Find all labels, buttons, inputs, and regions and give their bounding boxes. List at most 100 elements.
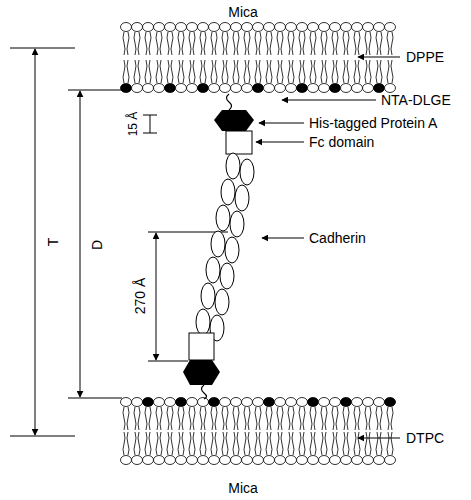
lipid-tail xyxy=(204,60,206,83)
lipid-tail xyxy=(149,32,151,55)
lipid-tail xyxy=(156,407,158,430)
lipid-head xyxy=(209,84,220,93)
lipid-tail xyxy=(277,407,279,430)
lipid-tail xyxy=(288,60,290,83)
lipid-tail xyxy=(127,407,129,430)
lipid-head xyxy=(220,456,231,465)
lipid-head xyxy=(242,23,253,32)
lipid-head xyxy=(132,23,143,32)
protein-assembly xyxy=(183,94,254,399)
lipid-head xyxy=(275,456,286,465)
lipid-head xyxy=(132,456,143,465)
lipid-tail xyxy=(193,407,195,430)
lipid-head xyxy=(264,398,275,407)
lipid-tail xyxy=(347,60,349,83)
lipid-tail xyxy=(387,407,389,430)
lipid-tail xyxy=(332,32,334,55)
lipid-tail xyxy=(365,407,367,430)
lipid-tail xyxy=(266,32,268,55)
lipid-tail xyxy=(310,432,312,455)
lipid-tail xyxy=(160,407,162,430)
lipid-tail xyxy=(325,432,327,455)
lipid-tail xyxy=(266,407,268,430)
lipid-tail xyxy=(182,432,184,455)
lipid-head xyxy=(165,398,176,407)
lipid-head xyxy=(374,84,385,93)
lipid-tail xyxy=(193,60,195,83)
lipid-head xyxy=(297,398,308,407)
lipid-tail xyxy=(369,432,371,455)
lipid-head xyxy=(154,456,165,465)
lipid-head xyxy=(132,84,143,93)
lipid-head xyxy=(231,23,242,32)
lipid-tail xyxy=(266,60,268,83)
domain-label: Fc domain xyxy=(309,134,374,150)
lipid-tail xyxy=(237,60,239,83)
lipid-head xyxy=(242,456,253,465)
lipid-tail xyxy=(255,407,257,430)
lipid-head xyxy=(176,456,187,465)
lipid-tail xyxy=(178,407,180,430)
lipid-head xyxy=(121,398,132,407)
lipid-head xyxy=(385,23,396,32)
lipid-tail xyxy=(178,432,180,455)
lipid-tail xyxy=(226,32,228,55)
lipid-head xyxy=(374,398,385,407)
lipid-head xyxy=(264,84,275,93)
lipid-tail xyxy=(204,432,206,455)
lipid-tail xyxy=(167,432,169,455)
lipid-tail xyxy=(171,432,173,455)
cadherin-domain xyxy=(230,211,244,237)
lipid-tail xyxy=(204,407,206,430)
protein-label: His-tagged Protein A xyxy=(309,115,437,131)
lipid-tail xyxy=(145,407,147,430)
lipid-tail xyxy=(123,32,125,55)
lipid-tail xyxy=(171,60,173,83)
cadherin-domain xyxy=(201,283,215,309)
cadherin-domain xyxy=(215,289,229,315)
lipid-tail xyxy=(369,32,371,55)
lipid-tail xyxy=(343,60,345,83)
lipid-tail xyxy=(380,32,382,55)
lipid-head xyxy=(385,456,396,465)
lipid-tail xyxy=(123,432,125,455)
lipid-head xyxy=(363,456,374,465)
lipid-tail xyxy=(303,432,305,455)
lipid-bilayers xyxy=(121,23,396,465)
lipid-tail xyxy=(178,32,180,55)
cadherin-domain xyxy=(235,185,249,211)
lipid-tail xyxy=(321,60,323,83)
lipid-tail xyxy=(314,432,316,455)
protein-label: Cadherin xyxy=(309,230,366,246)
lipid-tail xyxy=(376,407,378,430)
lipid-tail xyxy=(189,60,191,83)
lipid-tail xyxy=(292,407,294,430)
lipid-head xyxy=(121,84,132,93)
lipid-tail xyxy=(215,432,217,455)
lipid-tail xyxy=(248,32,250,55)
lipid-tail xyxy=(314,60,316,83)
lipid-tail xyxy=(292,60,294,83)
lipid-tail xyxy=(347,407,349,430)
cadherin-domain xyxy=(196,309,210,335)
lipid-tail xyxy=(259,432,261,455)
lipid-tail xyxy=(270,432,272,455)
lipid-head xyxy=(176,23,187,32)
lipid-tail xyxy=(343,432,345,455)
lipid-tail xyxy=(303,60,305,83)
lipid-head xyxy=(275,84,286,93)
lipid-tail xyxy=(288,407,290,430)
lipid-tail xyxy=(200,407,202,430)
lipid-tail xyxy=(259,60,261,83)
lipid-tail xyxy=(325,407,327,430)
lipid-tail xyxy=(277,60,279,83)
lipid-tail xyxy=(237,432,239,455)
dimension-label: D xyxy=(89,240,105,250)
lipid-tail xyxy=(226,407,228,430)
lipid-head xyxy=(352,456,363,465)
lipid-head xyxy=(330,84,341,93)
lipid-tail xyxy=(332,432,334,455)
cadherin-domain xyxy=(226,153,240,179)
lipid-tail xyxy=(336,407,338,430)
lipid-head xyxy=(187,23,198,32)
